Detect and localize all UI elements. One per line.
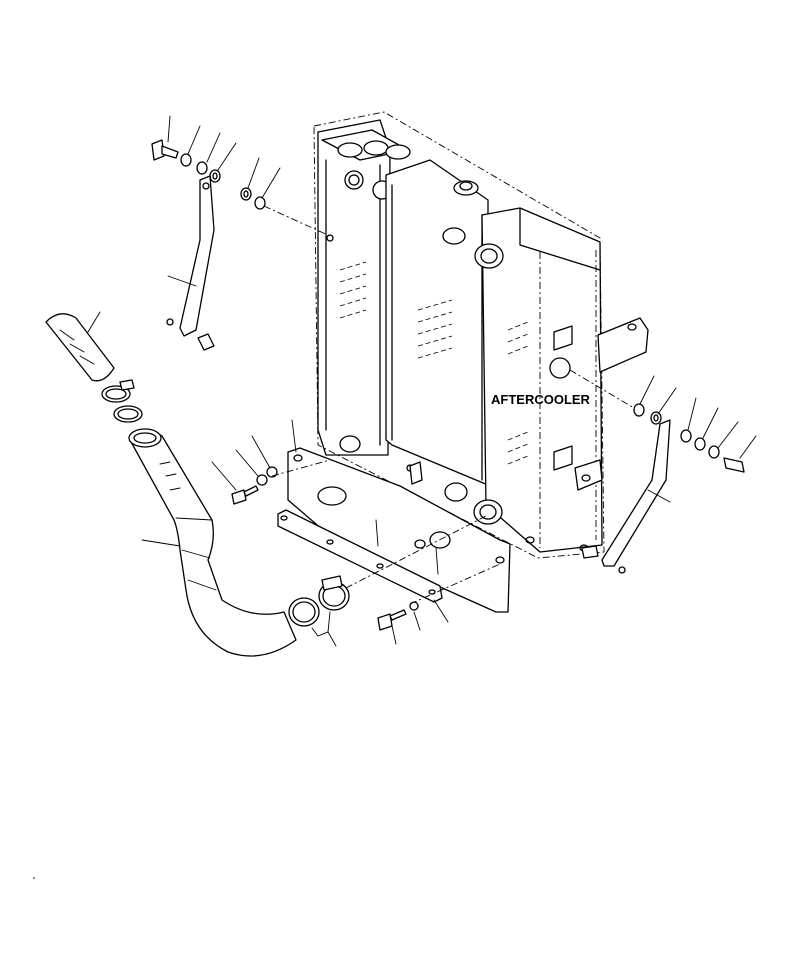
stray-mark xyxy=(33,877,35,879)
right-stay-hardware xyxy=(569,369,757,574)
hose-assembly xyxy=(45,311,297,657)
upper-left-stay-hardware xyxy=(151,115,331,351)
hose-clamps xyxy=(288,515,487,647)
gasket-plates xyxy=(211,419,511,645)
aftercooler-label: AFTERCOOLER xyxy=(491,392,591,407)
radiator-aftercooler-assembly xyxy=(313,111,649,559)
